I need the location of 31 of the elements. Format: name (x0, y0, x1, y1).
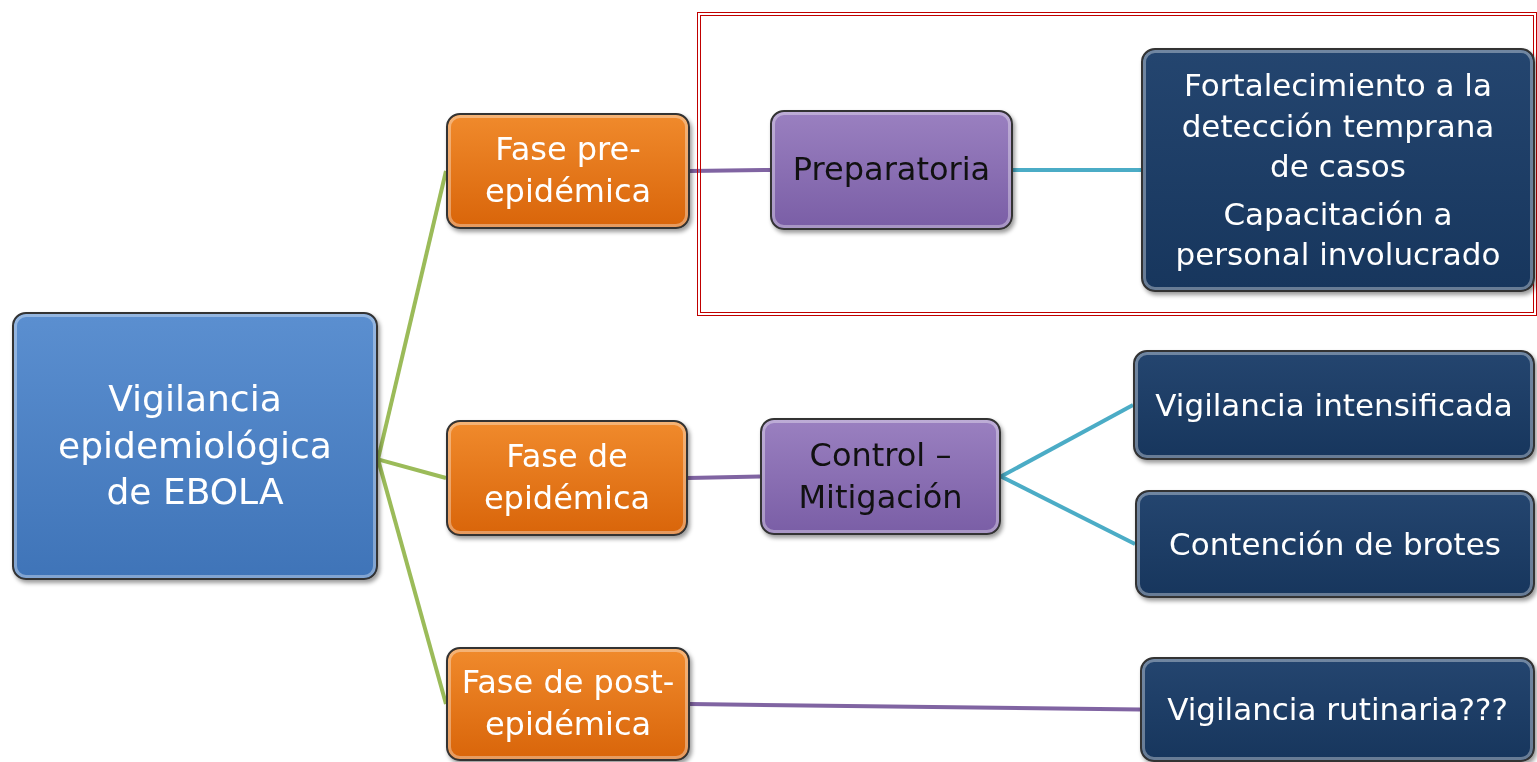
node-text: Fase de epidémica (482, 436, 652, 519)
phase-box (446, 647, 690, 761)
action-box (760, 418, 1001, 535)
node-text: Control – Mitigación (797, 434, 964, 518)
action-box (770, 110, 1013, 230)
outcome-box (1140, 657, 1535, 762)
node-text: Capacitación a personal involucrado (1174, 195, 1502, 275)
node-text: Fase de post-epidémica (460, 662, 676, 745)
outcome-box (1135, 490, 1535, 598)
node-text: Vigilancia epidemiológica de EBOLA (57, 376, 333, 515)
connector-line (1013, 168, 1141, 172)
phase-box (446, 113, 690, 229)
topic-box (12, 312, 378, 580)
connector-line (687, 474, 761, 480)
node-text: Contención de brotes (1169, 524, 1501, 564)
outcome-box (1141, 48, 1535, 292)
outcome-box (1133, 350, 1535, 460)
connector-line (1000, 403, 1134, 479)
connector-line (376, 458, 448, 705)
connector-line (376, 170, 448, 460)
connector-line (689, 168, 771, 173)
node-text: Fortalecimiento a la detección temprana de casos (1180, 66, 1496, 186)
connector-line (377, 457, 447, 480)
highlight-frame (697, 12, 1537, 316)
connector-line (689, 702, 1141, 712)
node-text: Vigilancia rutinaria??? (1167, 690, 1508, 730)
node-text: Fase pre-epidémica (483, 129, 653, 212)
node-text: Preparatoria (792, 149, 991, 191)
phase-box (446, 420, 688, 536)
connector-line (1000, 474, 1136, 546)
node-text: Vigilancia intensificada (1155, 385, 1513, 425)
